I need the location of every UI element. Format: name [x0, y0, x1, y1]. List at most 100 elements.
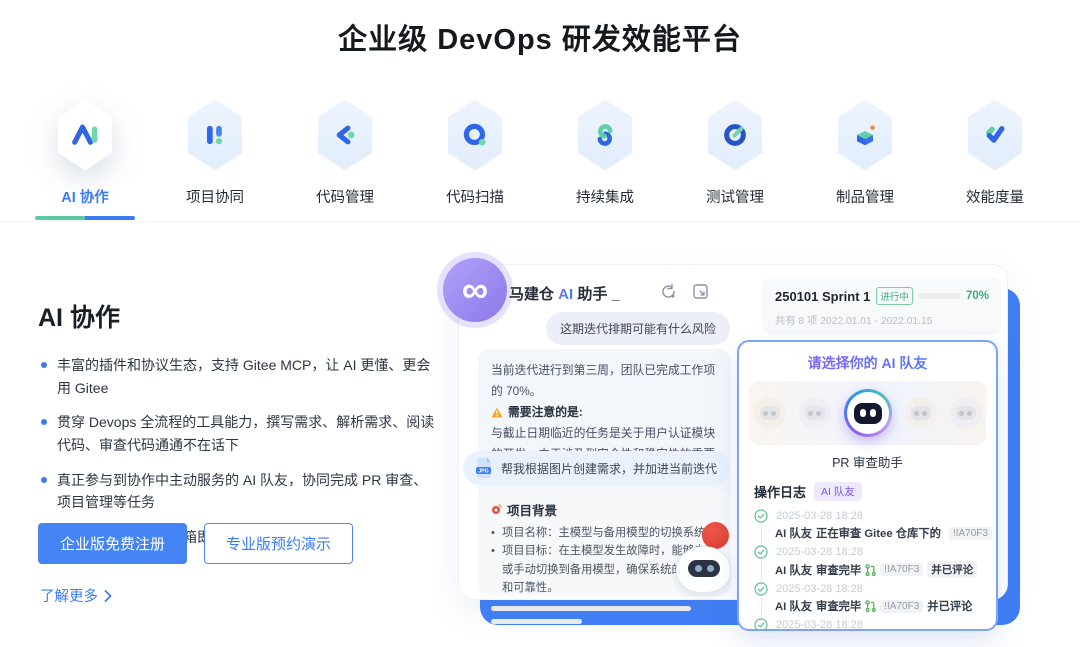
assistant-title-ai: AI [558, 286, 574, 303]
tab-artifact-mgmt[interactable]: 制品管理 [800, 98, 930, 220]
scan-icon [447, 99, 503, 171]
log-entry: 2025-03-28 18:28 AI 队友 审查完毕 !IA70F3 并已评论 [754, 582, 981, 614]
tab-label: 效能度量 [966, 190, 1024, 206]
infinity-logo-icon: ∞ [443, 258, 507, 322]
ai-logo-icon [57, 99, 113, 171]
sprint-status-badge: 进行中 [876, 287, 913, 305]
tab-label: 代码扫描 [446, 190, 504, 206]
teammate-avatar[interactable] [753, 397, 786, 429]
tab-test-mgmt[interactable]: 测试管理 [670, 98, 800, 220]
ci-icon [577, 99, 633, 171]
skeleton-line [491, 619, 582, 625]
pr-id-badge[interactable]: !IA70F3 [948, 526, 992, 540]
project-title-text: 项目背景 [507, 504, 558, 518]
pull-request-icon [865, 563, 877, 576]
project-icon [187, 99, 243, 171]
teammate-avatar[interactable] [798, 397, 831, 429]
warning-icon [491, 407, 503, 418]
log-comment-text: 并已评论 [927, 601, 973, 613]
sprint-meta: 共有 8 项 2022.01.01 - 2022.01.15 [775, 316, 933, 327]
panel-title: 请选择你的 AI 队友 [739, 353, 996, 373]
feature-bullet: 贯穿 Devops 全流程的工具能力，撰写需求、解析需求、阅读代码、审查代码通通… [38, 411, 438, 456]
learn-more-label: 了解更多 [40, 589, 98, 605]
ai-teammate-panel: 请选择你的 AI 队友 PR 审查助手 操作日志 AI 队友 2025-03-2… [737, 340, 998, 631]
log-actor: AI 队友 [775, 601, 813, 613]
sprint-percent: 70% [965, 290, 989, 302]
code-branch-icon [317, 99, 373, 171]
operation-log-timeline: 2025-03-28 18:28 AI 队友 正在审查 Gitee 仓库下的 !… [754, 509, 992, 629]
ai-warning-title: 需要注意的是: [508, 404, 583, 419]
pr-id-badge[interactable]: !IA70F3 [880, 599, 924, 613]
tab-ai-collab[interactable]: AI 协作 [20, 98, 150, 220]
feature-tabs: AI 协作 项目协同 代码管理 代码扫描 持续集成 [20, 98, 1060, 220]
selected-teammate-label: PR 审查助手 [832, 456, 903, 470]
tab-metrics[interactable]: 效能度量 [930, 98, 1060, 220]
teammate-avatar-selected[interactable] [843, 389, 892, 437]
assistant-title-prefix: 马建仓 [509, 286, 559, 303]
log-ai-badge: AI 队友 [814, 482, 862, 501]
learn-more-link[interactable]: 了解更多 [40, 585, 112, 606]
tab-label: 测试管理 [706, 190, 764, 206]
sprint-card: 250101 Sprint 1 进行中 70% 共有 8 项 2022.01.0… [762, 277, 1002, 335]
enterprise-signup-button[interactable]: 企业版免费注册 [38, 523, 188, 564]
ai-message-line1: 当前迭代进行到第三周，团队已完成工作项的 70%。 [491, 363, 716, 398]
tab-project-collab[interactable]: 项目协同 [150, 98, 280, 220]
svg-text:JPG: JPG [478, 468, 488, 474]
log-actor: AI 队友 [775, 528, 813, 540]
pr-id-badge[interactable]: !IA70F3 [880, 563, 924, 576]
log-entry: 2025-03-28 18:28 AI 队友 正在审查 Gitee 仓库下的 !… [754, 509, 992, 541]
new-chat-icon[interactable] [660, 283, 677, 300]
log-time: 2025-03-28 18:28 [776, 583, 863, 595]
log-entry: 2025-03-28 18:28 AI 队友 审查完毕 !IA70F3 并已评论 [754, 545, 981, 578]
assistant-title: 马建仓 AI 助手 _ [509, 283, 620, 304]
check-circle-icon [754, 509, 768, 523]
tab-label: 项目协同 [186, 190, 244, 206]
infinity-glyph: ∞ [461, 269, 489, 310]
active-tab-indicator [35, 216, 135, 220]
project-item: 项目名称：主模型与备用模型的切换系统 [491, 524, 718, 543]
log-comment-badge: 并已评论 [927, 561, 978, 578]
tab-label: 制品管理 [836, 190, 894, 206]
check-circle-icon [754, 545, 768, 559]
tab-code-scan[interactable]: 代码扫描 [410, 98, 540, 220]
package-icon [837, 99, 893, 171]
check-circle-icon [754, 582, 768, 596]
robot-eye [706, 565, 714, 572]
feature-bullet: 丰富的插件和协议生态，支持 Gitee MCP，让 AI 更懂、更会用 Gite… [38, 354, 438, 399]
robot-eye [694, 565, 702, 572]
jpg-file-icon: JPG [475, 458, 491, 478]
metrics-icon [967, 99, 1023, 171]
log-time: 2025-03-28 18:28 [776, 546, 863, 558]
feature-bullet-list: 丰富的插件和协议生态，支持 Gitee MCP，让 AI 更懂、更会用 Gite… [38, 354, 438, 549]
log-action-text: 正在审查 Gitee 仓库下的 [816, 528, 941, 540]
user-message-2-text: 帮我根据图片创建需求，并加进当前迭代 [500, 461, 717, 476]
test-icon [707, 99, 763, 171]
tab-label: 持续集成 [576, 190, 634, 206]
log-time: 2025-03-28 18:28 [776, 510, 863, 522]
pro-demo-button[interactable]: 专业版预约演示 [204, 523, 354, 564]
user-message-1: 这期迭代排期可能有什么风险 [545, 312, 730, 345]
tab-label: AI 协作 [61, 190, 109, 206]
screenshot-icon[interactable] [692, 283, 709, 300]
target-icon [492, 504, 502, 514]
tabs-divider [0, 221, 1080, 222]
log-entry: 2025-03-28 18:28 AI 队友 审查完毕 !IA70F3 并已评论 [754, 618, 981, 629]
log-action-text: 审查完毕 [816, 564, 862, 577]
tab-label: 代码管理 [316, 190, 374, 206]
robot-mascot [672, 520, 742, 604]
log-actor: AI 队友 [775, 564, 813, 577]
assistant-title-suffix: 助手 _ [573, 286, 620, 303]
tab-ci[interactable]: 持续集成 [540, 98, 670, 220]
sprint-progress-bar [918, 293, 960, 299]
sprint-name: 250101 Sprint 1 [775, 288, 871, 304]
red-ball-icon [702, 522, 729, 549]
page-title: 企业级 DevOps 研发效能平台 [338, 24, 742, 56]
tab-code-mgmt[interactable]: 代码管理 [280, 98, 410, 220]
assistant-header-actions [660, 283, 709, 300]
feature-heading: AI 协作 [38, 304, 120, 332]
teammate-avatar[interactable] [904, 397, 937, 429]
project-item: 项目目标：在主模型发生故障时，能够自动或手动切换到备用模型，确保系统的稳定性和可… [491, 542, 718, 597]
feature-bullet: 真正参与到协作中主动服务的 AI 队友，协同完成 PR 审查、项目管理等任务 [38, 469, 438, 514]
teammate-avatar[interactable] [949, 397, 982, 429]
